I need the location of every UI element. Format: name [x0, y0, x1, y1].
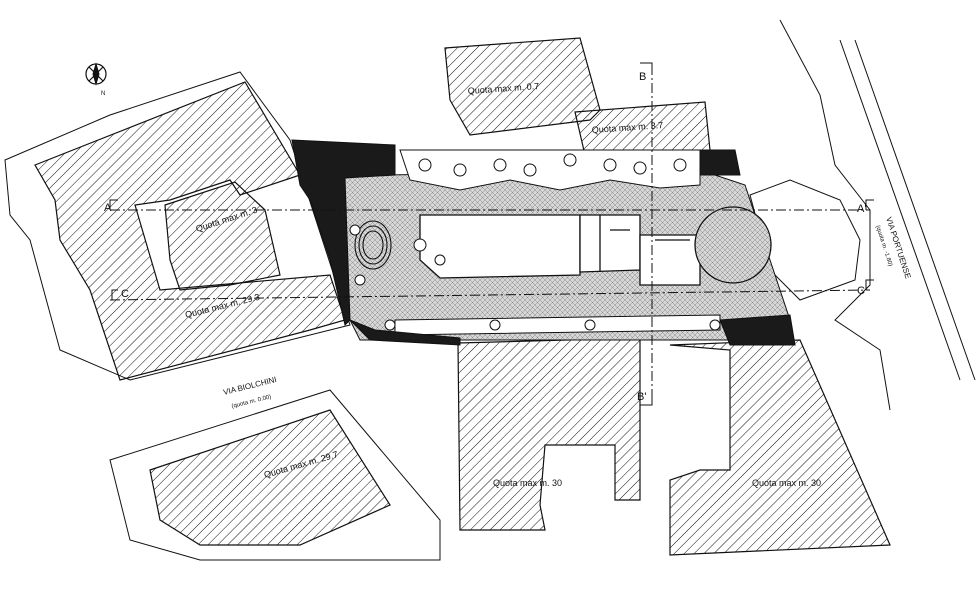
section-marker-b-top: B [639, 71, 646, 83]
section-marker-a-right: A' [857, 203, 866, 215]
building-south-left [457, 337, 641, 531]
label-quota-07: Quota max m. 0.7 [467, 81, 539, 96]
building-south-right [669, 339, 891, 556]
street-label-via-portuense: VIA PORTUENSE [884, 216, 912, 280]
section-ticks [109, 62, 874, 406]
label-quota-30-left: Quota max m. 30 [493, 478, 562, 488]
compass-north-label: N [101, 91, 105, 97]
section-marker-b-bottom: B' [637, 391, 646, 403]
street-label-via-biolchini-quota: (quota m. 0.00) [231, 394, 272, 410]
street-outlines [4, 19, 976, 561]
central-building [419, 214, 701, 286]
dark-perimeter-walls [291, 139, 796, 346]
trees [349, 153, 721, 331]
surrounding-buildings [34, 37, 891, 556]
section-marker-c-right: C' [857, 285, 867, 297]
section-marker-c-left: C [121, 288, 129, 300]
building-quota-3 [164, 181, 281, 291]
compass-rose [85, 62, 107, 86]
label-quota-37: Quota max m. 3.7 [591, 120, 663, 135]
round-building [694, 206, 772, 284]
building-southwest [149, 409, 391, 546]
section-lines [109, 65, 871, 405]
label-quota-30-right: Quota max m. 30 [752, 478, 821, 488]
amphitheater [354, 220, 392, 270]
section-marker-a-left: A [104, 202, 112, 214]
